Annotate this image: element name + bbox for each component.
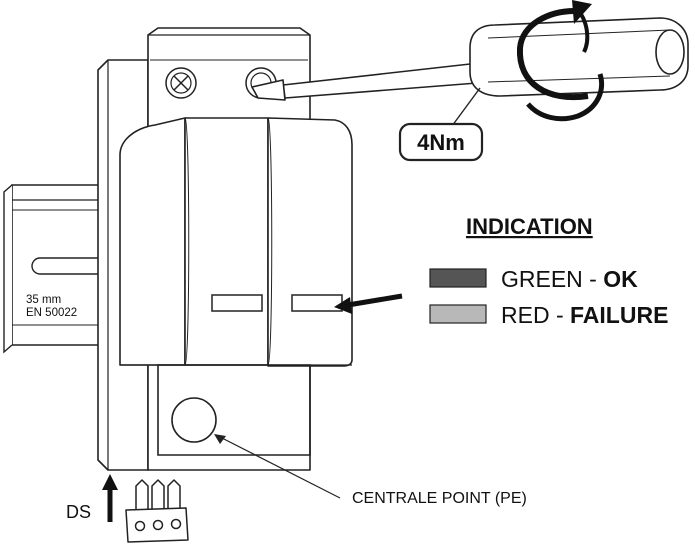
legend-red-meaning: FAILURE bbox=[570, 302, 668, 328]
legend-item-red: RED - FAILURE bbox=[501, 302, 668, 328]
legend-green-separator: - bbox=[583, 266, 603, 292]
pe-point-label: CENTRALE POINT (PE) bbox=[352, 490, 527, 507]
din-rail bbox=[3, 184, 113, 354]
torque-leader-line bbox=[451, 87, 481, 127]
ds-arrowhead-icon bbox=[102, 474, 118, 490]
plug-in-module bbox=[119, 117, 353, 367]
legend-green-meaning: OK bbox=[603, 266, 638, 292]
indicator-arrow bbox=[341, 293, 403, 309]
torque-value: 4Nm bbox=[417, 130, 465, 155]
torque-badge bbox=[398, 122, 484, 162]
indicator-window-left bbox=[211, 294, 263, 312]
indicator-arrowhead-icon bbox=[334, 297, 352, 314]
rail-slot bbox=[31, 257, 109, 275]
ds-label: DS bbox=[66, 502, 91, 522]
rotation-arrow-icon bbox=[516, 0, 604, 122]
rail-standard-label: EN 50022 bbox=[26, 307, 77, 319]
legend-swatch-red bbox=[429, 304, 487, 324]
legend-green-name: GREEN bbox=[501, 266, 583, 292]
legend-red-separator: - bbox=[550, 302, 570, 328]
pe-leader-line bbox=[217, 435, 341, 499]
legend-item-green: GREEN - OK bbox=[501, 266, 638, 292]
device-base-lower bbox=[157, 364, 311, 456]
indication-heading: INDICATION bbox=[466, 214, 593, 239]
indicator-window-right bbox=[291, 294, 343, 312]
remote-signal-connector-icon bbox=[125, 479, 189, 543]
pe-leader-arrowhead-icon bbox=[214, 434, 226, 444]
terminal-screw-left-icon bbox=[165, 67, 197, 99]
legend-red-name: RED bbox=[501, 302, 550, 328]
screwdriver-icon bbox=[251, 17, 689, 101]
rail-size-label: 35 mm bbox=[26, 294, 61, 306]
legend-swatch-green bbox=[429, 268, 487, 288]
pe-point-circle bbox=[171, 397, 217, 443]
